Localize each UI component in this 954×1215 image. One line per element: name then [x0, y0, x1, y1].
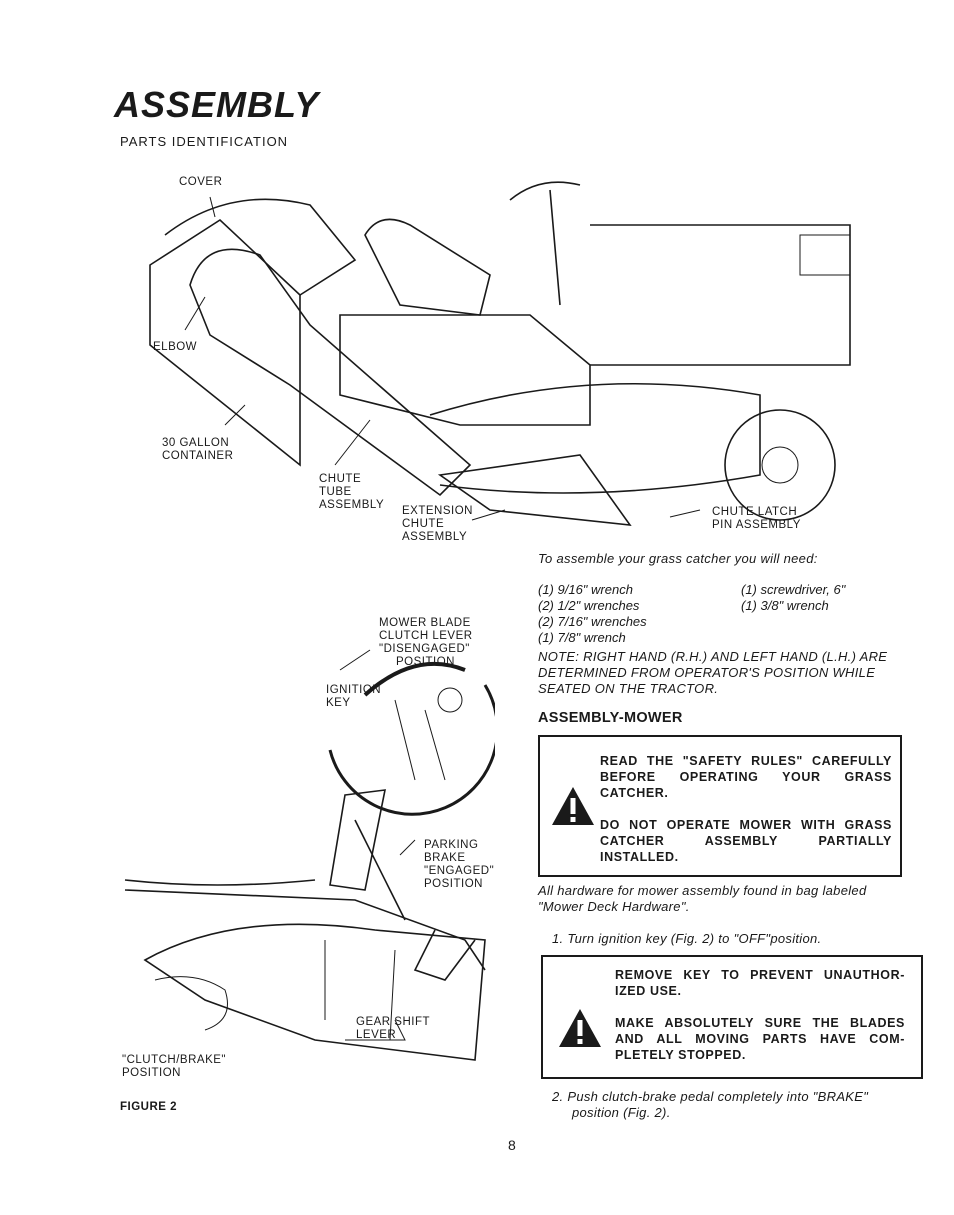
- panel-seams: [324, 940, 396, 1041]
- chute-tube-outline: [189, 248, 472, 497]
- label-latch-line2: PIN ASSEMBLY: [712, 519, 801, 531]
- label-chute-tube-line1: CHUTE: [319, 473, 362, 485]
- page-title: ASSEMBLY: [114, 84, 320, 125]
- key-slot-lines: [394, 699, 446, 781]
- warning-2-para1: REMOVE KEY TO PREVENT UNAUTHOR-IZED USE.: [615, 968, 905, 998]
- container-outline: [149, 218, 301, 467]
- detail-circle: [328, 684, 495, 816]
- cover-outline: [164, 198, 357, 296]
- gear-shift-lever: [413, 929, 476, 981]
- label-parking-line2: BRAKE: [424, 852, 466, 864]
- body-panel: [143, 923, 486, 1061]
- parking-brake-lever: [329, 789, 387, 891]
- cover-leader: [209, 196, 216, 218]
- note-line3: SEATED ON THE TRACTOR.: [538, 681, 719, 696]
- label-parking-line4: POSITION: [424, 878, 483, 890]
- label-latch-line1: CHUTE LATCH: [712, 506, 798, 518]
- step-2-line2: position (Fig. 2).: [572, 1105, 671, 1120]
- label-container-line1: 30 GALLON: [162, 437, 230, 449]
- label-cover: COVER: [179, 176, 223, 188]
- warning-box-1: READ THE "SAFETY RULES" CAREFULLY BEFORE…: [538, 735, 902, 877]
- clutch-pedal: [154, 976, 228, 1031]
- warning-1-para1: READ THE "SAFETY RULES" CAREFULLY BEFORE…: [600, 754, 892, 800]
- label-clutch-line1: "CLUTCH/BRAKE": [122, 1054, 226, 1066]
- label-parking-line1: PARKING: [424, 839, 479, 851]
- label-extension-line2: CHUTE: [402, 518, 445, 530]
- tool-left-1: (2) 1/2" wrenches: [538, 598, 640, 613]
- hardware-line2: "Mower Deck Hardware".: [538, 899, 690, 914]
- hood-outline: [590, 224, 851, 366]
- tool-right-1: (1) 3/8" wrench: [741, 598, 829, 613]
- figure-caption: FIGURE 2: [120, 1101, 178, 1113]
- label-blade-line3: "DISENGAGED": [379, 643, 470, 655]
- step-1: 1. Turn ignition key (Fig. 2) to "OFF"po…: [552, 931, 822, 946]
- note-line2: DETERMINED FROM OPERATOR'S POSITION WHIL…: [538, 665, 876, 680]
- tools-intro: To assemble your grass catcher you will …: [538, 551, 818, 566]
- mower-deck-outline: [429, 382, 761, 494]
- latch-leader: [669, 509, 701, 518]
- chute-tube-leader: [334, 419, 371, 466]
- note-line1: NOTE: RIGHT HAND (R.H.) AND LEFT HAND (L…: [538, 649, 888, 664]
- front-wheel: [724, 409, 836, 521]
- page-number: 8: [508, 1137, 516, 1153]
- warning-icon: [552, 787, 594, 825]
- label-chute-tube-line2: TUBE: [319, 486, 352, 498]
- label-extension-line3: ASSEMBLY: [402, 531, 468, 543]
- section-subtitle: PARTS IDENTIFICATION: [120, 134, 289, 149]
- elbow-leader: [184, 296, 206, 331]
- detail-circle-top: [363, 661, 466, 697]
- label-chute-tube-line3: ASSEMBLY: [319, 499, 385, 511]
- body-outline: [339, 314, 591, 426]
- label-elbow: ELBOW: [153, 341, 198, 353]
- label-gear-line2: LEVER: [356, 1029, 397, 1041]
- dash-line-1: [124, 889, 486, 971]
- warning-1-para2: DO NOT OPERATE MOWER WITH GRASS CATCHER …: [600, 818, 892, 864]
- extension-chute-outline: [437, 454, 632, 526]
- label-blade-line4: POSITION: [396, 656, 455, 668]
- lever-knob: [437, 687, 463, 713]
- tractor-grass-catcher-illustration: [149, 181, 851, 526]
- warning-icon: [559, 1009, 601, 1047]
- grille-outline: [799, 234, 851, 276]
- label-blade-line2: CLUTCH LEVER: [379, 630, 473, 642]
- controls-illustration: [124, 649, 495, 1061]
- seat-outline: [364, 218, 491, 316]
- label-extension-line1: EXTENSION: [402, 505, 473, 517]
- section-heading: ASSEMBLY-MOWER: [538, 710, 683, 726]
- tool-left-2: (2) 7/16" wrenches: [538, 614, 647, 629]
- lever-shaft: [354, 819, 406, 921]
- container-leader: [224, 404, 246, 426]
- step-2-line1: 2. Push clutch-brake pedal completely in…: [552, 1089, 869, 1104]
- hardware-line1: All hardware for mower assembly found in…: [538, 883, 867, 898]
- label-gear-line1: GEAR SHIFT: [356, 1016, 431, 1028]
- extension-leader: [471, 509, 506, 521]
- gear-leader: [345, 1019, 406, 1041]
- label-parking-line3: "ENGAGED": [424, 865, 495, 877]
- label-clutch-line2: POSITION: [122, 1067, 181, 1079]
- warning-box-2: REMOVE KEY TO PREVENT UNAUTHOR-IZED USE.…: [541, 955, 923, 1079]
- dash-line-2: [124, 879, 316, 886]
- steering-wheel: [509, 181, 581, 306]
- label-blade-line1: MOWER BLADE: [379, 617, 471, 629]
- warning-2-para2: MAKE ABSOLUTELY SURE THE BLADES AND ALL …: [615, 1016, 905, 1062]
- blade-leader: [339, 649, 371, 671]
- label-ignition-line2: KEY: [326, 697, 351, 709]
- tool-right-0: (1) screwdriver, 6": [741, 582, 846, 597]
- tool-left-0: (1) 9/16" wrench: [538, 582, 633, 597]
- parking-leader: [399, 839, 416, 856]
- label-container-line2: CONTAINER: [162, 450, 234, 462]
- label-ignition-line1: IGNITION: [326, 684, 382, 696]
- tool-left-3: (1) 7/8" wrench: [538, 630, 626, 645]
